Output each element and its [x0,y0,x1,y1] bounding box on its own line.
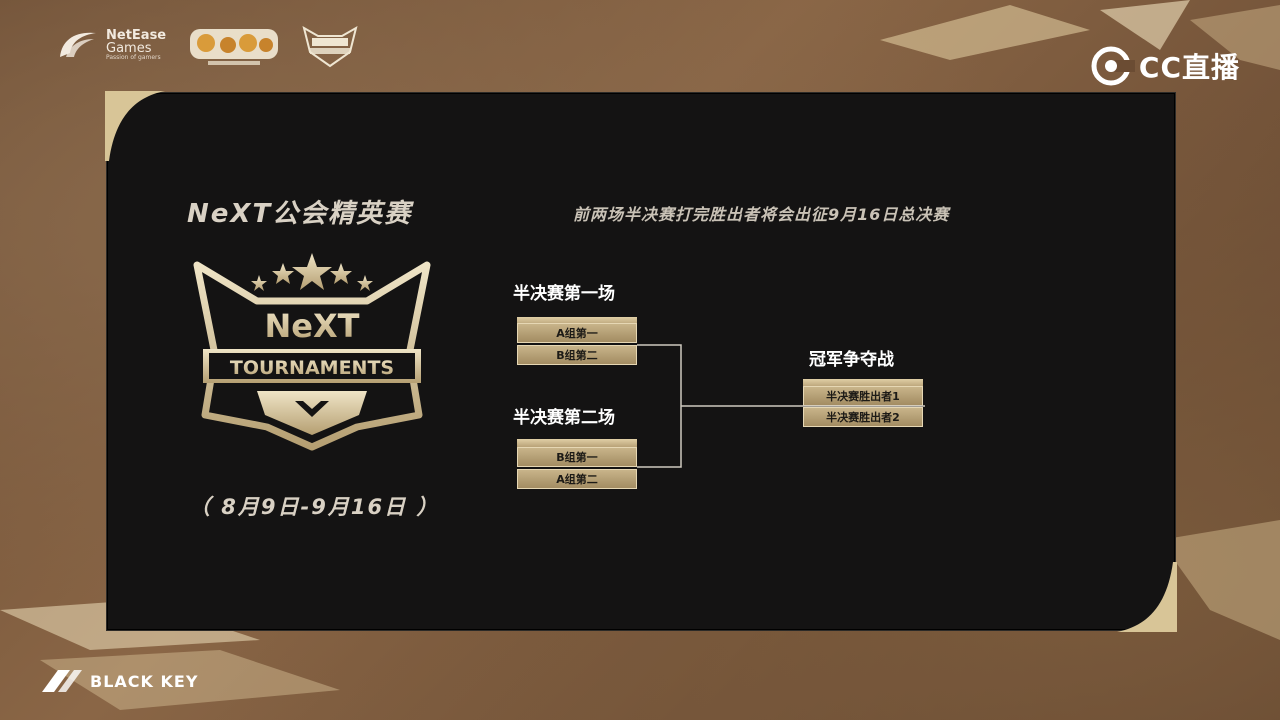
netease-games-logo: NetEase Games Passion of gamers [56,27,166,63]
event-date-range: （ 8月9日-9月16日 ） [189,491,439,521]
semi2-slot-2: A组第二 [517,469,637,489]
event-title: NeXT公会精英赛 [187,193,412,230]
netease-icon [56,27,100,63]
cc-logo-icon [1091,46,1135,86]
event-note: 前两场半决赛打完胜出者将会出征9月16日总决赛 [573,201,949,225]
corner-ornament-top-left [105,91,165,161]
cc-live-text: CC直播 [1139,46,1240,86]
sponsor-logos: NetEase Games Passion of gamers [56,22,358,68]
semi2-slot-1: B组第一 [517,447,637,467]
netease-tagline: Passion of gamers [106,55,166,61]
corner-ornament-bottom-right [1117,562,1177,632]
cc-live-logo: CC直播 [1091,46,1240,86]
black-key-text: BLACK KEY [90,672,198,691]
semi1-slot-2: B组第二 [517,345,637,365]
semi2-title: 半决赛第二场 [513,403,615,428]
final-slot-2: 半决赛胜出者2 [803,407,923,427]
logo-next-text: NeXT [265,307,360,345]
tournament-panel: NeXT公会精英赛 前两场半决赛打完胜出者将会出征9月16日总决赛 NeXT T… [106,92,1176,631]
menghuan-xiyou-logo [188,23,280,67]
black-key-watermark: BLACK KEY [40,668,198,694]
next-tournaments-small-logo [302,22,358,68]
black-key-icon [40,668,84,694]
logo-tournaments-text: TOURNAMENTS [230,357,394,379]
final-slot-1: 半决赛胜出者1 [803,386,923,406]
next-tournaments-logo: NeXT TOURNAMENTS [187,245,437,455]
semi1-title: 半决赛第一场 [513,279,615,304]
final-title: 冠军争夺战 [809,345,894,370]
semi1-slot-1: A组第一 [517,323,637,343]
slot-header-bar [517,439,637,447]
